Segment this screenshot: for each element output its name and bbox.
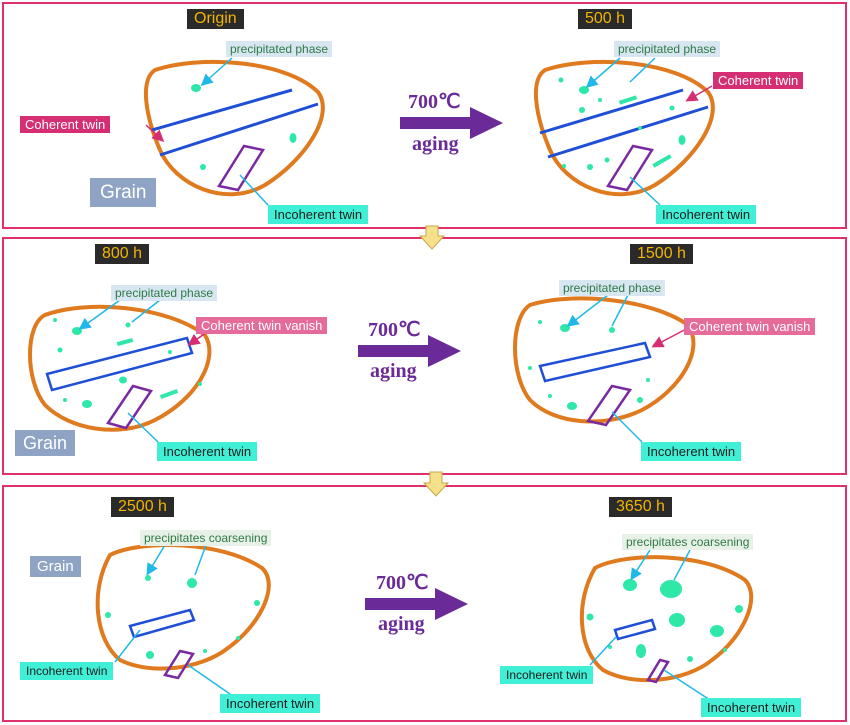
- stage-time-800h: 800 h: [95, 244, 150, 264]
- process-temperature: 700℃: [408, 91, 461, 113]
- incoherent-twin-label: Incoherent twin: [268, 205, 369, 224]
- process-treatment: aging: [370, 360, 417, 382]
- stage-time-3650h: 3650 h: [609, 497, 672, 517]
- coherent-twin-line: [159, 102, 319, 157]
- stage-time-2500h: 2500 h: [111, 497, 174, 517]
- process-treatment: aging: [412, 133, 459, 155]
- grain-origin: [143, 59, 325, 197]
- stage-time-1500h: 1500 h: [630, 244, 693, 264]
- precipitates-coarsening-label: precipitates coarsening: [622, 534, 754, 550]
- incoherent-twin-shape: [216, 144, 266, 192]
- coherent-twin-label: Coherent twin: [20, 116, 111, 133]
- grain-800h: [28, 304, 212, 432]
- precipitate: [289, 133, 297, 143]
- grain-label: Grain: [30, 556, 81, 577]
- grain-label: Grain: [15, 430, 76, 456]
- process-treatment: aging: [378, 613, 425, 635]
- incoherent-twin-label: Incoherent twin: [220, 694, 321, 713]
- precipitates-coarsening-label: precipitates coarsening: [140, 530, 272, 546]
- incoherent-twin-label: Incoherent twin: [656, 205, 757, 224]
- coherent-twin-label: Coherent twin: [713, 72, 804, 89]
- process-temperature: 700℃: [368, 319, 421, 341]
- precipitated-phase-label: precipitated phase: [226, 41, 333, 57]
- precipitated-phase-label: precipitated phase: [559, 280, 666, 296]
- precipitate: [200, 164, 206, 170]
- precipitate: [191, 84, 201, 92]
- grain-label: Grain: [90, 178, 157, 207]
- incoherent-twin-label: Incoherent twin: [701, 698, 802, 717]
- grain-3650h: [579, 555, 754, 684]
- down-arrow: [418, 225, 446, 250]
- grain-1500h: [513, 296, 696, 427]
- stage-time-500h: 500 h: [578, 9, 633, 29]
- coherent-twin-vanish-label: Coherent twin vanish: [196, 317, 328, 334]
- incoherent-twin-label: Incoherent twin: [641, 442, 742, 461]
- grain-500h: [533, 59, 715, 197]
- coherent-twin-line: [151, 88, 293, 132]
- incoherent-twin-label: Incoherent twin: [500, 666, 594, 684]
- coherent-twin-vanish-label: Coherent twin vanish: [684, 318, 816, 335]
- process-arrow: [400, 107, 503, 139]
- stage-time-origin: Origin: [187, 9, 244, 29]
- incoherent-twin-label: Incoherent twin: [20, 662, 114, 680]
- precipitated-phase-label: precipitated phase: [111, 285, 218, 301]
- grain-2500h: [95, 543, 271, 680]
- precipitated-phase-label: precipitated phase: [614, 41, 721, 57]
- process-temperature: 700℃: [376, 572, 429, 594]
- incoherent-twin-label: Incoherent twin: [157, 442, 258, 461]
